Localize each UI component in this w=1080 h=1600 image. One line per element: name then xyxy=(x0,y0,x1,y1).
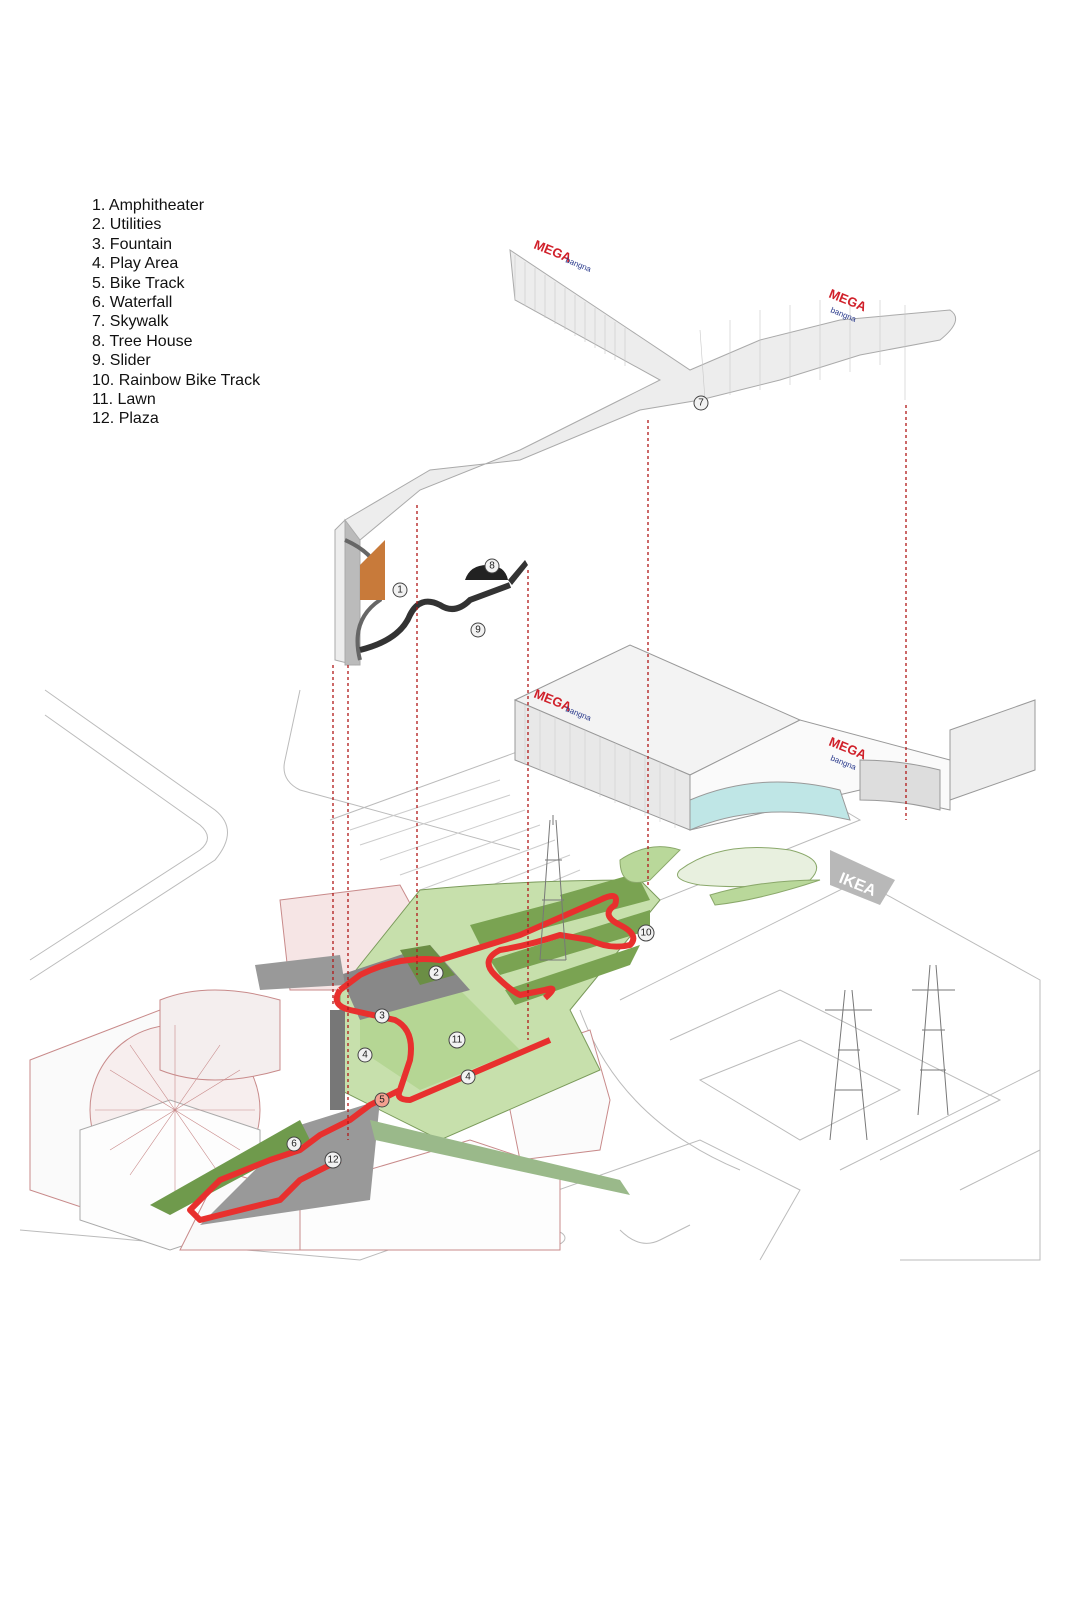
legend-item: 10. Rainbow Bike Track xyxy=(92,371,261,389)
svg-text:4: 4 xyxy=(465,1072,471,1083)
callout-4: 4 xyxy=(460,1069,476,1085)
callout-3: 3 xyxy=(374,1008,390,1024)
legend-item: 12. Plaza xyxy=(92,410,159,428)
callout-2: 2 xyxy=(428,965,444,981)
callout-10: 10 xyxy=(637,924,655,942)
callout-12: 12 xyxy=(324,1151,342,1169)
skywalk-ribs xyxy=(514,255,906,401)
svg-text:12: 12 xyxy=(327,1155,339,1166)
legend-item: 1. Amphitheater xyxy=(92,197,205,214)
transmission-towers xyxy=(539,815,955,1141)
rainbow-bike-track xyxy=(338,893,637,1001)
slider xyxy=(359,582,512,653)
legend-item: 11. Lawn xyxy=(92,391,156,409)
svg-text:bangna: bangna xyxy=(564,256,593,275)
callout-5: 5 xyxy=(374,1092,390,1108)
svg-text:11: 11 xyxy=(452,1035,463,1046)
mega-bangna-logo: MEGA bangna xyxy=(532,237,593,274)
svg-text:2: 2 xyxy=(433,968,439,979)
legend-item: 7. Skywalk xyxy=(92,313,169,331)
callout-7: 7 xyxy=(693,395,709,411)
plaza-12 xyxy=(200,1100,380,1225)
svg-text:6: 6 xyxy=(291,1139,297,1150)
legend-item: 6. Waterfall xyxy=(92,294,173,312)
svg-text:9: 9 xyxy=(475,625,481,636)
svg-text:10: 10 xyxy=(640,928,652,939)
legend-item: 4. Play Area xyxy=(92,255,179,273)
bridge-deck xyxy=(255,955,345,990)
svg-text:7: 7 xyxy=(698,398,704,409)
mall-building xyxy=(513,644,1036,831)
legend-item: 2. Utilities xyxy=(92,216,162,234)
svg-text:5: 5 xyxy=(379,1095,385,1106)
legend-item: 9. Slider xyxy=(92,352,151,370)
svg-text:4: 4 xyxy=(362,1050,368,1061)
park-deck xyxy=(150,875,661,1225)
callout-8: 8 xyxy=(484,558,500,574)
ikea-sign: IKEA xyxy=(830,850,895,905)
callout-11: 11 xyxy=(448,1031,466,1049)
bike-track xyxy=(187,988,552,1223)
callout-9: 9 xyxy=(470,622,486,638)
svg-text:1: 1 xyxy=(397,585,403,596)
svg-text:8: 8 xyxy=(489,561,495,572)
legend-item: 8. Tree House xyxy=(92,332,193,350)
amphitheater-structure xyxy=(360,540,385,600)
callout-1: 1 xyxy=(392,582,408,598)
landscape-islands xyxy=(619,846,821,906)
projection-guides xyxy=(332,405,907,1140)
legend-item: 5. Bike Track xyxy=(92,274,185,292)
callout-4: 4 xyxy=(357,1047,373,1063)
dome-lattice xyxy=(95,1025,255,1195)
legend: 1. Amphitheater 2. Utilities 3. Fountain… xyxy=(92,196,260,429)
callout-6: 6 xyxy=(286,1136,302,1152)
mall-facade-lines xyxy=(524,705,676,828)
skywalk-bridge xyxy=(370,1120,630,1195)
legend-item: 3. Fountain xyxy=(92,235,173,253)
svg-text:3: 3 xyxy=(379,1011,385,1022)
